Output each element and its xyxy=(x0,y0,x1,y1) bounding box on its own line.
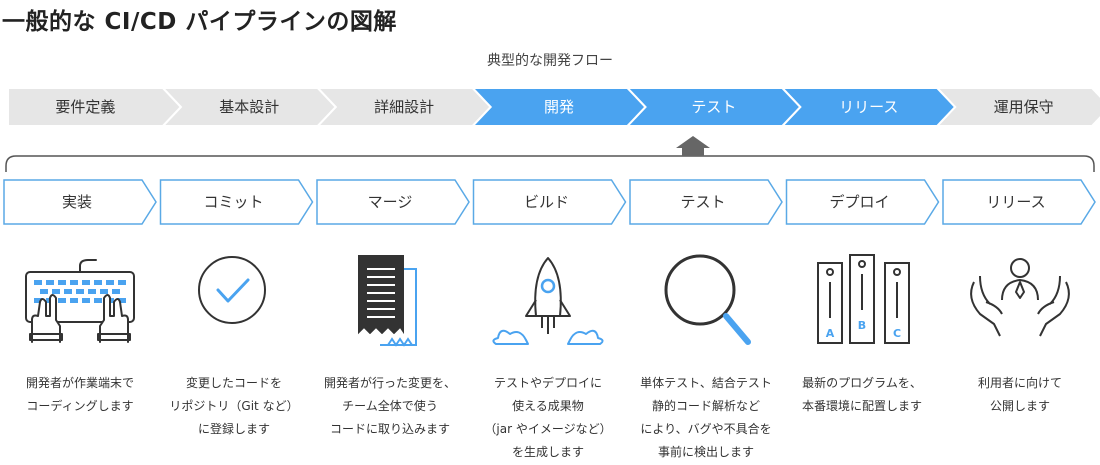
step-description: 最新のプログラムを、 本番環境に配置します xyxy=(801,376,922,413)
step-row: 実装 コミット マージ ビルド テスト デプロイ リリース xyxy=(3,179,1096,225)
step-label: テスト xyxy=(680,193,725,211)
step-description: 変更したコードを リポジトリ（Git など） に登録します xyxy=(169,376,299,436)
servers-icon: A B C xyxy=(817,254,910,344)
magnifier-icon xyxy=(664,254,751,345)
phase-row: 要件定義 基本設計 詳細設計 開発 テスト リリース 運用保守 xyxy=(7,87,1100,127)
keyboard-hands-icon xyxy=(25,259,135,343)
server-letter: A xyxy=(826,327,835,340)
server-letter: C xyxy=(893,327,901,340)
step-chevron xyxy=(785,179,940,225)
checkmark-circle-icon xyxy=(198,256,266,324)
step-chevron xyxy=(316,179,470,225)
phase-label: 開発 xyxy=(544,98,574,116)
step-description: テストやデプロイに 使える成果物 （jar やイメージなど） を生成します xyxy=(484,376,612,459)
step-label: リリース xyxy=(986,193,1045,211)
phase-label: 基本設計 xyxy=(219,98,279,116)
phase-label: 運用保守 xyxy=(994,98,1054,116)
step-chevron xyxy=(472,179,627,225)
step-description: 開発者が作業端末で コーディングします xyxy=(25,376,134,413)
up-arrow-icon xyxy=(676,136,710,156)
step-chevron xyxy=(629,179,783,225)
step-label: 実装 xyxy=(62,193,92,211)
phase-label: 詳細設計 xyxy=(374,98,434,116)
phase-label: 要件定義 xyxy=(55,98,115,116)
phase-label: リリース xyxy=(839,98,898,116)
step-description: 単体テスト、結合テスト 静的コード解析など により、バグや不具合を 事前に検出し… xyxy=(640,376,772,459)
step-chevron xyxy=(3,179,157,225)
user-hands-icon xyxy=(970,258,1070,337)
step-label: コミット xyxy=(203,193,263,211)
document-merge-icon xyxy=(357,255,417,347)
pipeline-bracket xyxy=(5,136,1095,172)
rocket-icon xyxy=(492,257,604,345)
step-description: 開発者が行った変更を、 チーム全体で使う コードに取り込みます xyxy=(323,376,456,436)
phase-label: テスト xyxy=(691,98,736,116)
step-label: ビルド xyxy=(524,193,569,211)
step-chevron xyxy=(942,179,1096,225)
step-label: マージ xyxy=(368,193,413,211)
step-description: 利用者に向けて 公開します xyxy=(977,376,1062,413)
step-chevron xyxy=(159,179,314,225)
flow-label: 典型的な開発フロー xyxy=(487,53,613,69)
phase-chevron xyxy=(7,87,183,127)
page-title: 一般的な CI/CD パイプラインの図解 xyxy=(2,9,397,35)
step-label: デプロイ xyxy=(829,193,889,211)
server-letter: B xyxy=(858,319,866,332)
